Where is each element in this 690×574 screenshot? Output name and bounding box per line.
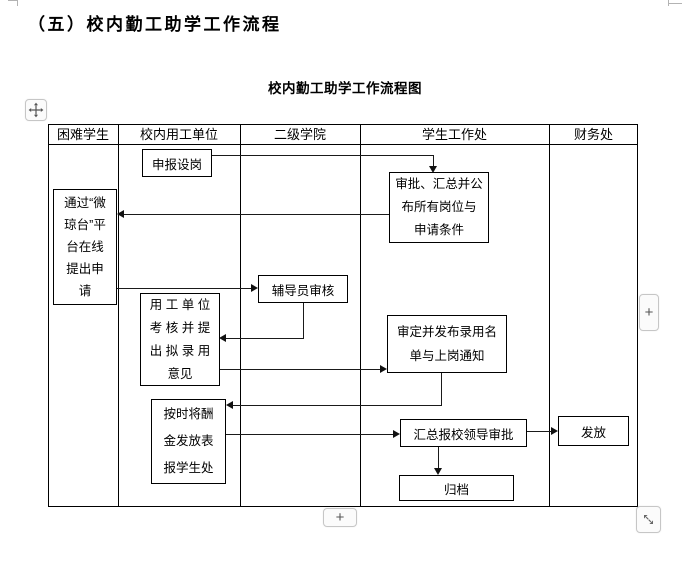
column-header-employer-unit: 校内用工单位 — [139, 127, 218, 142]
edge-approve-onlineapply — [124, 214, 389, 215]
arrowhead-into-recruit — [380, 365, 387, 373]
flow-node-archive-label: 归档 — [443, 482, 469, 497]
edge-assess-recruit — [219, 369, 380, 370]
arrowhead-into-archive — [434, 468, 442, 475]
flow-node-approve-publish-label: 审批、汇总并公 布所有岗位与 申请条件 — [395, 177, 483, 237]
grid-line-col-1 — [118, 125, 119, 506]
plus-icon: + — [644, 304, 654, 321]
arrowhead-into-assess — [219, 334, 226, 342]
edge-leader-archive — [438, 447, 439, 468]
boundary-mark-top-right-h — [668, 3, 682, 4]
flow-node-pay-form-label: 按时将酬 金发放表 报学生处 — [163, 407, 214, 475]
flow-node-approve-publish: 审批、汇总并公 布所有岗位与 申请条件 — [389, 172, 489, 243]
arrowhead-into-payform — [226, 401, 233, 409]
arrowhead-into-counselor — [251, 284, 258, 292]
flow-node-employer-assess: 用 工 单 位 考 核 并 提 出 拟 录 用 意见 — [140, 293, 220, 386]
grid-line-col-4 — [549, 125, 550, 506]
swimlane-table-border — [48, 124, 638, 507]
boundary-mark-top-left — [17, 0, 18, 6]
flow-node-recruit-publish: 审定并发布录用名 单与上岗通知 — [387, 315, 507, 373]
column-header-finance: 财务处 — [573, 127, 613, 142]
move-icon — [28, 102, 44, 118]
boundary-mark-top-left-h — [8, 0, 18, 1]
flow-node-pay-form: 按时将酬 金发放表 报学生处 — [151, 399, 226, 484]
flow-node-leader-approve-label: 汇总报校领导审批 — [413, 427, 514, 442]
arrowhead-into-distribute — [551, 427, 558, 435]
column-header-student-affairs: 学生工作处 — [421, 127, 487, 142]
edge-applypost-approve-v — [433, 155, 434, 166]
edge-onlineapply-counselor — [117, 288, 251, 289]
table-move-handle[interactable] — [25, 99, 47, 121]
flow-node-apply-post: 申报设岗 — [142, 149, 212, 177]
edge-counselor-assess-h — [226, 338, 304, 339]
arrowhead-into-approve — [429, 166, 437, 173]
arrowhead-into-leader — [393, 430, 400, 438]
column-header-students: 困难学生 — [56, 127, 109, 142]
grid-line-header — [49, 144, 637, 145]
grid-line-col-3 — [360, 125, 361, 506]
edge-payform-leader — [226, 434, 393, 435]
flow-node-apply-post-label: 申报设岗 — [151, 157, 202, 172]
flow-node-employer-assess-label: 用 工 单 位 考 核 并 提 出 拟 录 用 意见 — [149, 297, 211, 381]
flow-node-distribute-label: 发放 — [580, 425, 606, 440]
flow-node-archive: 归档 — [399, 475, 514, 501]
edge-applypost-approve-h — [212, 155, 434, 156]
flow-node-online-apply: 通过“微 琼台”平 台在线 提出申 请 — [53, 189, 117, 305]
edge-recruit-payform-v — [441, 373, 442, 405]
column-header-college: 二级学院 — [273, 127, 326, 142]
flow-node-counselor-review-label: 辅导员审核 — [271, 283, 335, 298]
resize-diagonal-icon — [641, 512, 656, 527]
add-row-button[interactable]: + — [323, 508, 357, 527]
edge-counselor-assess-v — [303, 303, 304, 338]
flow-node-distribute: 发放 — [558, 416, 629, 446]
flow-node-counselor-review: 辅导员审核 — [258, 275, 348, 303]
edge-recruit-payform-h — [233, 405, 442, 406]
arrowhead-into-onlineapply — [117, 210, 124, 218]
add-column-button[interactable]: + — [639, 294, 659, 331]
table-resize-handle[interactable] — [636, 506, 661, 533]
plus-icon: + — [335, 509, 345, 526]
page-heading: （五）校内勤工助学工作流程 — [28, 15, 282, 34]
grid-line-col-2 — [240, 125, 241, 506]
edge-leader-distribute — [527, 431, 551, 432]
flow-node-recruit-publish-label: 审定并发布录用名 单与上岗通知 — [396, 325, 497, 363]
diagram-title: 校内勤工助学工作流程图 — [268, 81, 422, 96]
flow-node-leader-approve: 汇总报校领导审批 — [400, 419, 527, 447]
flow-node-online-apply-label: 通过“微 琼台”平 台在线 提出申 请 — [64, 196, 106, 298]
